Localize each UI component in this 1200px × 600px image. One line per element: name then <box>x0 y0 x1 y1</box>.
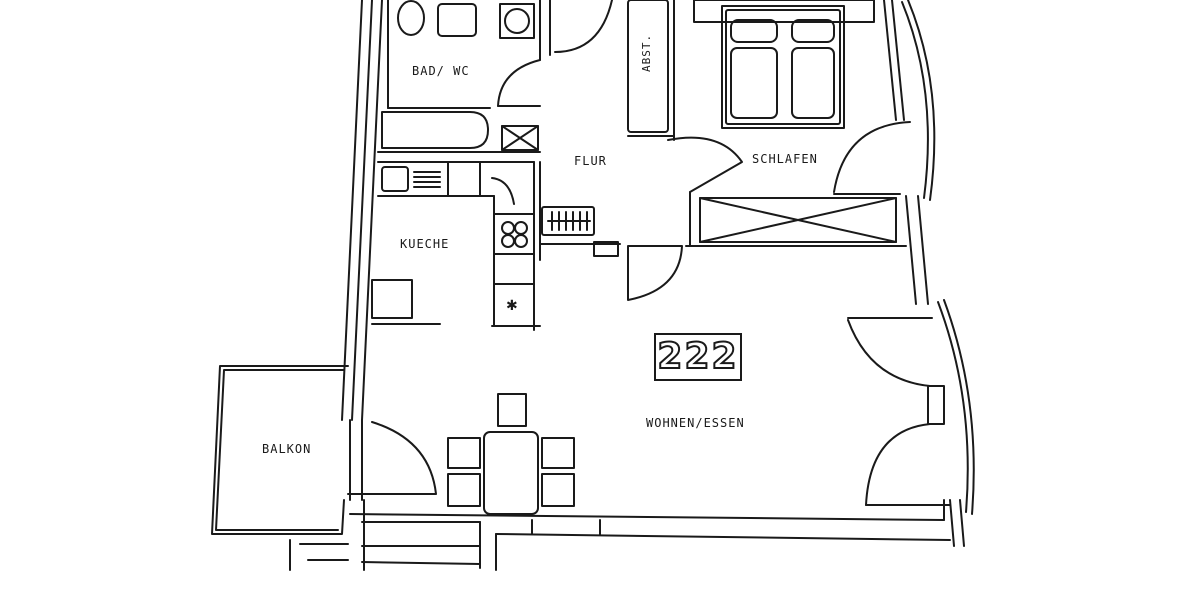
living-right-wall <box>847 299 975 547</box>
sink-icon <box>437 3 477 37</box>
room-label-abst: ABST. <box>640 33 653 72</box>
living-door <box>627 245 683 301</box>
kitchen: ✱ <box>371 161 541 331</box>
bottom-facade <box>349 499 951 571</box>
room-label-flur: FLUR <box>574 154 607 168</box>
living-window-door-lower <box>865 423 931 506</box>
bed-icon <box>721 5 845 129</box>
room-label-balkon: BALKON <box>262 442 312 456</box>
stove-icon <box>501 221 528 248</box>
living-window-door-upper <box>847 319 931 387</box>
shaft-icon <box>501 125 539 151</box>
bedroom-door <box>667 136 743 193</box>
kitchen-sink-icon <box>381 166 409 192</box>
exterior-wall-left <box>341 0 383 501</box>
shower-icon <box>499 3 535 39</box>
unit-number-badge: 222 <box>654 333 742 381</box>
bathtub-icon <box>381 111 489 149</box>
toilet-icon <box>397 0 425 36</box>
radiator-icon <box>541 206 595 236</box>
bathroom-door <box>497 59 541 107</box>
unit-number: 222 <box>656 336 739 377</box>
door-arc-top <box>554 0 613 53</box>
bathroom <box>377 0 551 153</box>
balcony <box>211 365 437 571</box>
room-label-schlafen: SCHLAFEN <box>752 152 818 166</box>
balcony-door <box>347 421 437 495</box>
hall-walls <box>539 191 691 301</box>
room-label-bad-wc: BAD/ WC <box>412 64 470 78</box>
fridge-star-icon: ✱ <box>506 298 518 314</box>
wardrobe-icon <box>699 197 897 243</box>
bedroom-window-door <box>833 121 911 193</box>
storage-abst <box>627 0 675 141</box>
room-label-wohnen-essen: WOHNEN/ESSEN <box>646 416 745 430</box>
bedroom <box>667 0 936 305</box>
room-label-kueche: KUECHE <box>400 237 450 251</box>
dining-table-icon <box>447 393 575 515</box>
